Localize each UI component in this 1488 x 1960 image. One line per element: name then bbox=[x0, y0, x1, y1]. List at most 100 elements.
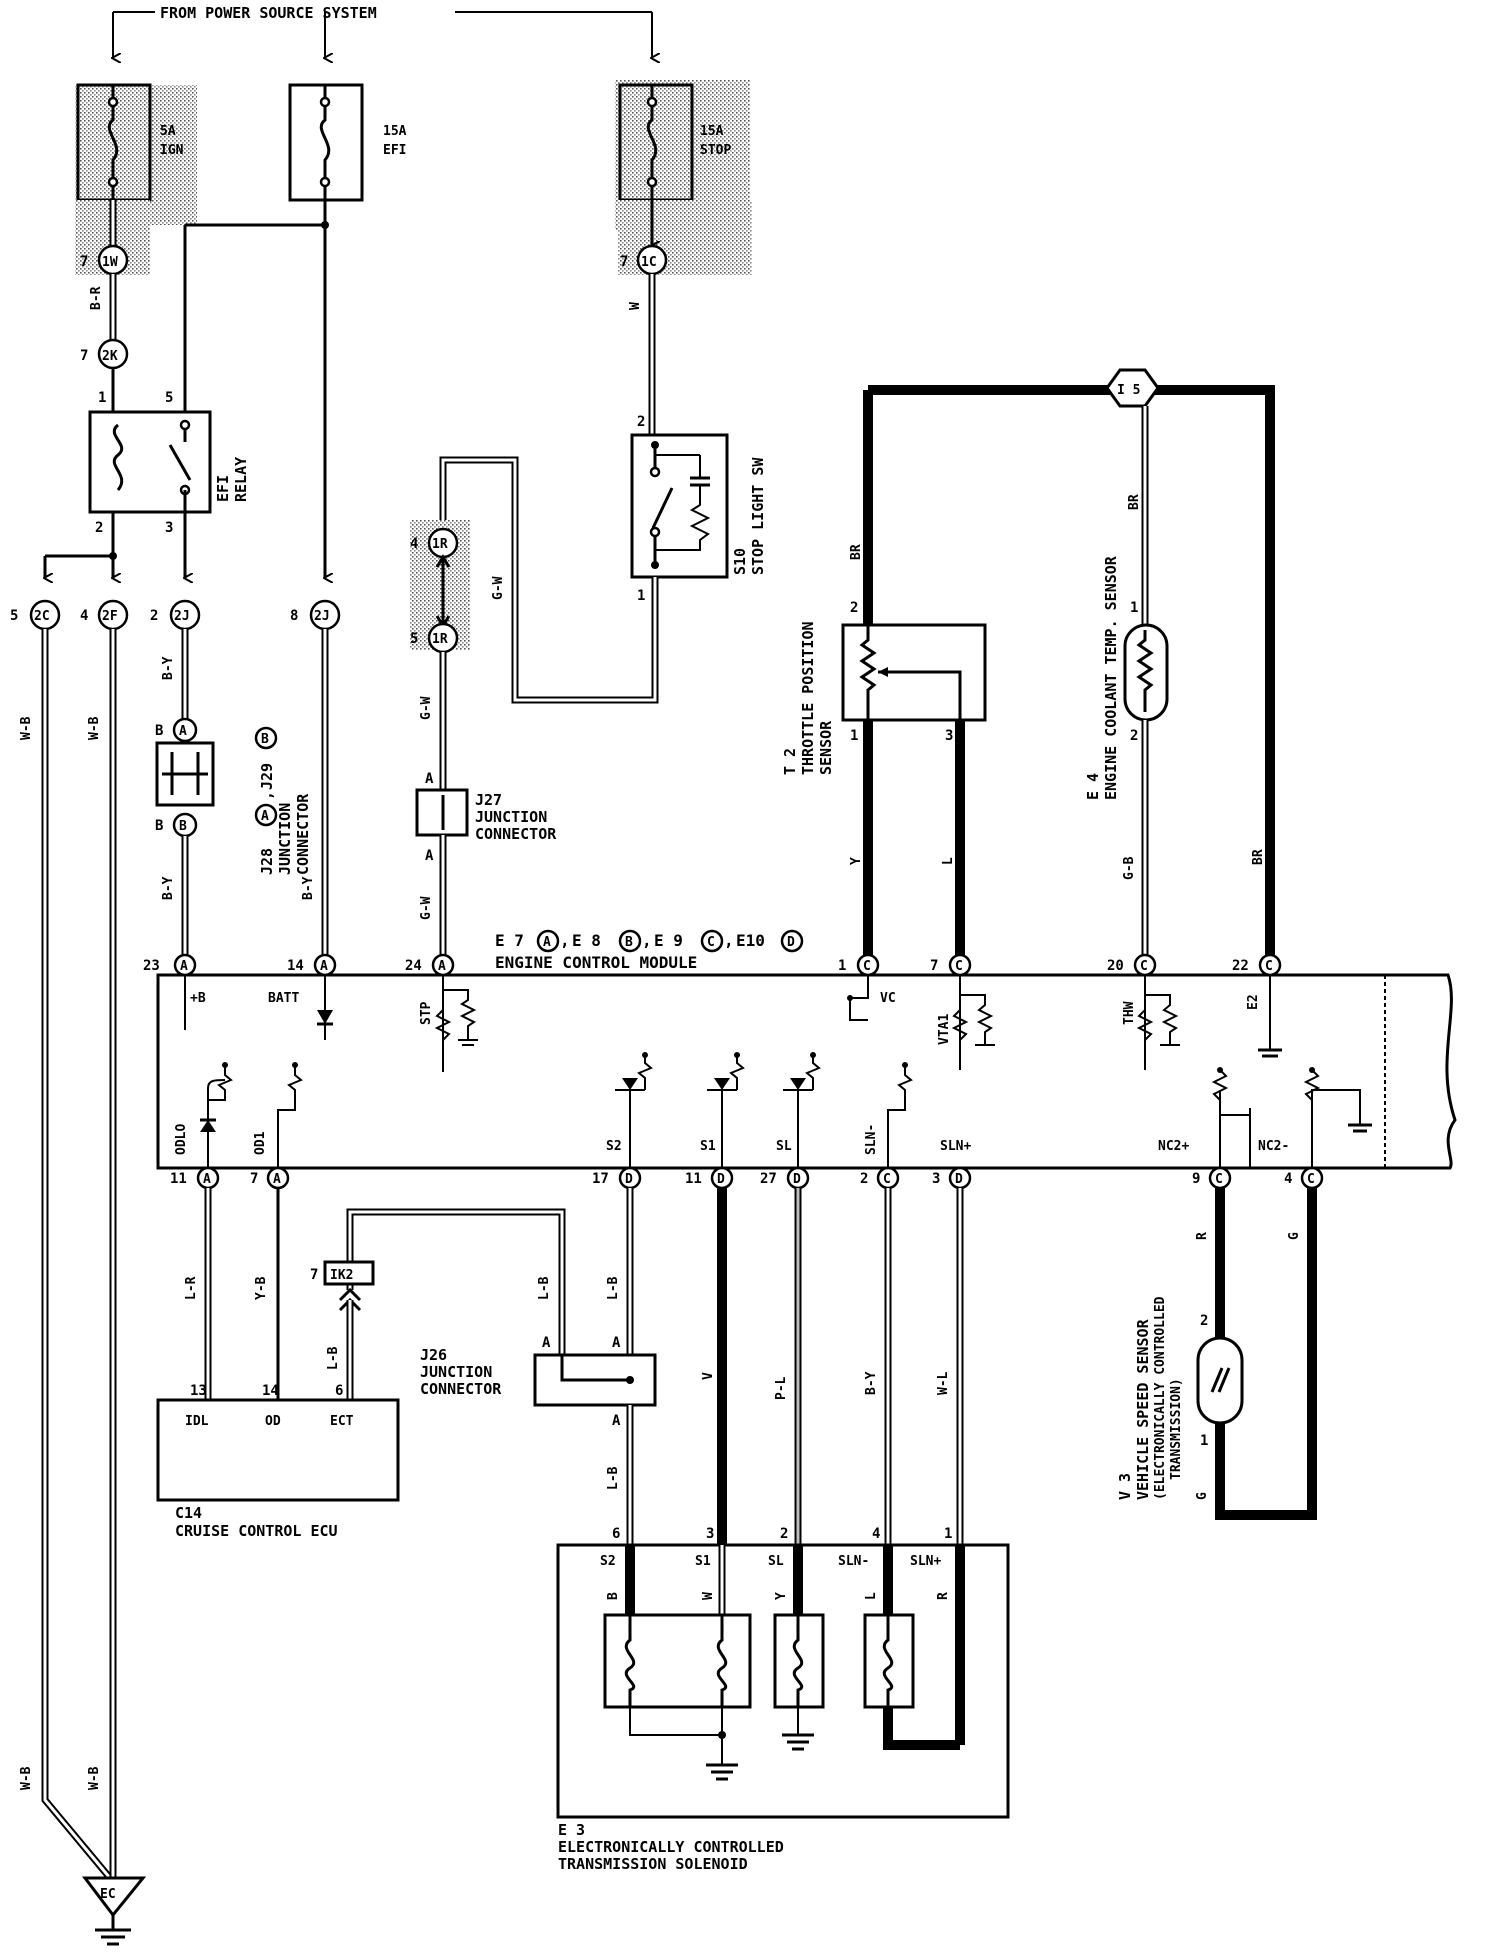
j27-name-2: CONNECTOR bbox=[475, 825, 557, 843]
connector-row-2: 2C 5 2F 4 2J 2 2J 8 bbox=[10, 599, 341, 631]
j26-pin-a1: A bbox=[542, 1335, 551, 1351]
ecm-letter-b: B bbox=[625, 935, 633, 950]
ects-pin-2: 2 bbox=[1130, 728, 1138, 744]
ecm-pin-11a: 11 bbox=[170, 1171, 187, 1187]
wire-gw-3: G-W bbox=[419, 896, 434, 920]
ign-circuit: 1W 7 B-R 2K 7 bbox=[80, 200, 129, 412]
fuse-efi: 15A EFI bbox=[288, 83, 407, 202]
tps-id: T 2 bbox=[781, 748, 799, 775]
engine-control-module: E 7 A , E 8 B , E 9 C , E10 D ENGINE CON… bbox=[143, 929, 1457, 1190]
ecm-pin-9c-letter: C bbox=[1215, 1172, 1223, 1187]
ecm-term-s1: S1 bbox=[700, 1139, 716, 1154]
connector-1c-label: 1C bbox=[641, 255, 657, 270]
wire-br-tps: BR bbox=[849, 544, 864, 560]
j29-pin-b: B bbox=[179, 819, 187, 834]
ecm-term-vc: VC bbox=[880, 991, 896, 1006]
sol-term-sln-minus: SLN- bbox=[838, 1554, 869, 1569]
relay-pin-1: 1 bbox=[98, 390, 106, 406]
pin-2k-7: 7 bbox=[80, 348, 88, 364]
ecm-term-sln-plus: SLN+ bbox=[940, 1139, 971, 1154]
wire-br-ign: B-R bbox=[89, 286, 104, 310]
sol-wire-r: R bbox=[936, 1592, 951, 1600]
stop-sw-id: S10 bbox=[731, 548, 749, 575]
wire-lr: L-R bbox=[184, 1276, 199, 1300]
pin-1r-5: 5 bbox=[410, 631, 418, 647]
ecm-pin-24: 24 bbox=[405, 958, 422, 974]
j28-letter: A bbox=[261, 809, 269, 824]
ecm-term-batt: BATT bbox=[268, 991, 299, 1006]
fuse-efi-name: EFI bbox=[383, 143, 406, 158]
wire-wl: W-L bbox=[936, 1371, 951, 1395]
wire-wb-3: W-B bbox=[19, 1766, 34, 1790]
j28-id: J28 bbox=[258, 848, 276, 875]
wire-br-ects: BR bbox=[1127, 494, 1142, 510]
vss-pin-2: 2 bbox=[1200, 1313, 1208, 1329]
ecm-term-s2: S2 bbox=[606, 1139, 622, 1154]
sol-name-1: ELECTRONICALLY CONTROLLED bbox=[558, 1838, 784, 1856]
ecm-term-b-plus: +B bbox=[190, 991, 206, 1006]
transmission-solenoid: 6 3 2 4 1 S2 S1 SL SLN- SLN+ B W Y L R bbox=[556, 1526, 1010, 1873]
j26-name-2: CONNECTOR bbox=[420, 1380, 502, 1398]
sol-term-s2: S2 bbox=[600, 1554, 616, 1569]
wire-g-vss: G bbox=[1287, 1232, 1302, 1240]
ecm-term-od1: OD1 bbox=[253, 1131, 268, 1155]
ecm-pin-2c-letter: C bbox=[883, 1172, 891, 1187]
j28-side-b1: B bbox=[155, 723, 163, 739]
relay-pin-5: 5 bbox=[165, 390, 173, 406]
j28-circuit: B-Y A B B B B-Y J28 A , J29 B JUNCTION C… bbox=[155, 629, 312, 955]
power-source-title: FROM POWER SOURCE SYSTEM bbox=[160, 4, 377, 22]
cruise-term-ect: ECT bbox=[330, 1414, 354, 1429]
ecm-name: ENGINE CONTROL MODULE bbox=[495, 953, 697, 972]
ecm-pin-24-letter: A bbox=[438, 959, 446, 974]
sol-id: E 3 bbox=[558, 1821, 585, 1839]
tps-pin-3: 3 bbox=[945, 728, 953, 744]
throttle-position-sensor: 2 1 3 Y L T 2 THROTTLE POSITION SENSOR bbox=[781, 600, 987, 955]
wire-by-2: B-Y bbox=[161, 876, 176, 900]
wire-wb-1: W-B bbox=[19, 716, 34, 740]
pin-2j-8: 8 bbox=[290, 608, 298, 624]
j27-id: J27 bbox=[475, 791, 502, 809]
ecm-pin-7c-letter: C bbox=[955, 959, 963, 974]
ects-pin-1: 1 bbox=[1130, 600, 1138, 616]
ecm-pin-3d-letter: D bbox=[955, 1172, 963, 1187]
splice-i5-label: I 5 bbox=[1117, 383, 1140, 398]
fuse-ign: 5A IGN bbox=[75, 83, 197, 225]
sol-wire-b: B bbox=[606, 1592, 621, 1600]
wire-lb-ect: L-B bbox=[326, 1346, 341, 1370]
ecm-pin-17-letter: D bbox=[625, 1172, 633, 1187]
wire-by-1: B-Y bbox=[161, 656, 176, 680]
connector-1w-label: 1W bbox=[102, 255, 118, 270]
stop-light-switch: 1C 7 W 2 1 S10 STOP LIGHT SW bbox=[620, 200, 767, 604]
fuse-stop-name: STOP bbox=[700, 143, 731, 158]
wire-l-tps: L bbox=[941, 857, 956, 865]
connector-1r-a-label: 1R bbox=[432, 537, 448, 552]
ecm-term-sl: SL bbox=[776, 1139, 792, 1154]
splice-i5: I 5 BR BR BR bbox=[849, 368, 1275, 955]
cruise-name: CRUISE CONTROL ECU bbox=[175, 1522, 338, 1540]
cruise-term-idl: IDL bbox=[185, 1414, 209, 1429]
ecm-comma-2: , bbox=[642, 931, 652, 950]
wire-yb: Y-B bbox=[254, 1276, 269, 1300]
ecm-pin-22: 22 bbox=[1232, 958, 1249, 974]
stop-sw-name: STOP LIGHT SW bbox=[749, 457, 767, 575]
ects-name: ENGINE COOLANT TEMP. SENSOR bbox=[1102, 555, 1120, 800]
relay-pin-3: 3 bbox=[165, 520, 173, 536]
ecm-pin-3d: 3 bbox=[932, 1171, 940, 1187]
relay-label-2: RELAY bbox=[232, 457, 250, 502]
j28-sep: , bbox=[258, 791, 276, 800]
sol-pin-3: 3 bbox=[706, 1526, 714, 1542]
j27-name-1: JUNCTION bbox=[475, 808, 547, 826]
j28-name-2: CONNECTOR bbox=[294, 793, 312, 875]
ecm-term-e2: E2 bbox=[1246, 994, 1261, 1010]
ecm-term-nc2-minus: NC2- bbox=[1258, 1139, 1289, 1154]
wire-g-vss-2: G bbox=[1195, 1492, 1210, 1500]
ecm-pin-4c: 4 bbox=[1284, 1171, 1292, 1187]
connector-2c-label: 2C bbox=[34, 609, 50, 624]
vss-name-3: TRANSMISSION) bbox=[1169, 1378, 1184, 1480]
ground-wires-wb: W-B W-B W-B W-B EC bbox=[19, 629, 147, 1946]
ecm-pin-1c: 1 bbox=[838, 958, 846, 974]
wire-pl: P-L bbox=[774, 1376, 789, 1400]
ecm-id-e9: E 9 bbox=[654, 931, 683, 950]
ecm-pin-2c: 2 bbox=[860, 1171, 868, 1187]
ecm-pin-23-letter: A bbox=[180, 959, 188, 974]
